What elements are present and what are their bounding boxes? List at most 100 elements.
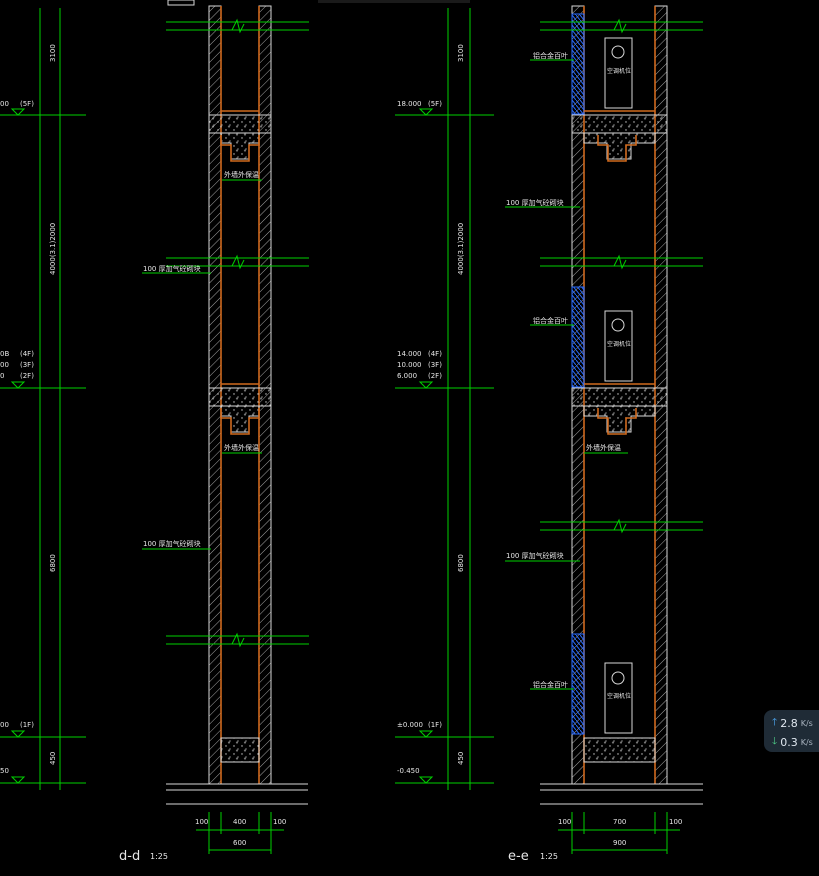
level-value: 0 [0,372,4,380]
level-floor: (4F) [428,350,442,358]
level-floor: (1F) [20,721,34,729]
level-floor: (5F) [20,100,34,108]
dim-text: 100 [558,818,571,826]
left-dim-typical: 4000(3.1)2000 [49,223,57,275]
section-title: e-e [508,849,529,864]
wall-note: 100 厚加气砼砌块 [143,539,201,548]
level-marker-icon [418,776,434,784]
dim-text: 700 [613,818,626,826]
level-value: 18.000 [397,100,422,108]
ac-label: 空调机位 [607,340,631,348]
left-dim-450: 450 [49,752,57,765]
level-marker-icon [418,381,434,389]
floor-slab [208,387,272,407]
dim-text: 400 [233,818,246,826]
level-floor: (2F) [428,372,442,380]
upload-row: 🡑 2.8 K/s [772,715,813,732]
fan-icon [611,45,625,59]
upload-unit: K/s [800,719,813,728]
beam-insulation [597,408,637,435]
level-marker-icon [418,108,434,116]
level-marker-icon [10,776,26,784]
break-line [166,632,309,648]
beam-section [220,405,260,433]
break-line [540,254,703,270]
right-dim-3100: 3100 [457,44,465,62]
level-value: -0.450 [397,767,420,775]
fan-icon [611,671,625,685]
right-dim-450: 450 [457,752,465,765]
left-dim-3100: 3100 [49,44,57,62]
beam-section [220,132,260,160]
level-floor: (4F) [20,350,34,358]
level-value: 00 [0,100,9,108]
level-value: 14.000 [397,350,422,358]
level-value: 00 [0,721,9,729]
section-scale: 1:25 [150,852,168,861]
beam-note: 外墙外保温 [586,443,621,452]
ac-label: 空调机位 [607,692,631,700]
left-detail: 3100 4000(3.1)2000 6800 450 00 (5F) 0B (… [0,5,309,864]
beam-section [583,132,656,160]
dim-text: 100 [669,818,682,826]
level-marker-icon [10,730,26,738]
beam-note: 外墙外保温 [224,443,259,452]
break-line [540,518,703,534]
arrow-up-icon: 🡑 [772,717,778,728]
level-floor: (1F) [428,721,442,729]
level-floor: (3F) [20,361,34,369]
louver-section [571,13,585,115]
ac-unit-box [604,310,633,382]
wall-note: 100 厚加气砼砌块 [143,264,201,273]
level-value: ±0.000 [397,721,423,729]
level-value: 0B [0,350,9,358]
floor-slab [571,387,668,407]
ac-label: 空调机位 [607,67,631,75]
level-floor: (3F) [428,361,442,369]
arrow-down-icon: 🡓 [772,736,778,747]
level-marker-icon [418,730,434,738]
dim-text: 100 [195,818,208,826]
level-floor: (5F) [428,100,442,108]
beam-insulation [220,135,260,162]
wall-note: 100 厚加气砼砌块 [506,551,564,560]
wall-note: 100 厚加气砼砌块 [506,198,564,207]
beam-insulation [597,135,637,162]
base-fill [220,737,260,763]
level-value: 00 [0,361,9,369]
right-dim-typical: 4000(3.1)2000 [457,223,465,275]
louver-section [571,286,585,388]
louver-note: 铝合金百叶 [533,316,568,325]
download-speed: 0.3 [780,736,798,749]
floor-slab [208,114,272,134]
level-floor: (2F) [20,372,34,380]
level-marker-icon [10,108,26,116]
base-fill [583,737,656,763]
level-value: 6.000 [397,372,417,380]
level-value: 10.000 [397,361,422,369]
dim-text: 900 [613,839,626,847]
dim-text: 600 [233,839,246,847]
section-title: d-d [119,849,140,864]
break-line [540,18,703,34]
beam-note: 外墙外保温 [224,170,259,179]
upload-speed: 2.8 [780,717,798,730]
dim-text: 100 [273,818,286,826]
break-line [166,18,309,34]
fan-icon [611,318,625,332]
louver-section [571,633,585,735]
right-dim-6800: 6800 [457,554,465,572]
network-speed-widget[interactable]: 🡑 2.8 K/s 🡓 0.3 K/s [764,710,819,752]
toolbar-edge [318,0,470,3]
download-row: 🡓 0.3 K/s [772,734,813,751]
download-unit: K/s [800,738,813,747]
beam-section [583,405,656,433]
right-detail: 3100 4000(3.1)2000 6800 450 18.000 (5F) … [395,5,703,864]
floor-slab [571,114,668,134]
left-dim-6800: 6800 [49,554,57,572]
ac-unit-box [604,37,633,109]
beam-insulation [220,408,260,435]
ac-unit-box [604,662,633,734]
louver-note: 铝合金百叶 [533,680,568,689]
